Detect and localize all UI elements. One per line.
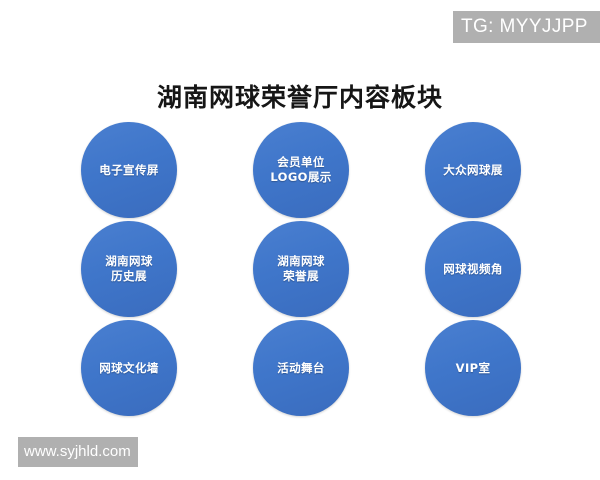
content-node-label: 会员单位 LOGO展示: [270, 155, 332, 184]
content-node-4[interactable]: 湖南网球 荣誉展: [253, 221, 349, 317]
content-node-0[interactable]: 电子宣传屏: [81, 122, 177, 218]
content-node-label: 大众网球展: [443, 162, 503, 177]
tg-watermark-badge: TG: MYYJJPP: [453, 11, 600, 43]
content-node-label: 网球视频角: [443, 261, 503, 276]
content-node-label: VIP室: [455, 360, 491, 375]
site-watermark: www.syjhld.com: [18, 437, 138, 467]
content-node-label: 活动舞台: [277, 360, 325, 375]
content-node-label: 电子宣传屏: [99, 162, 159, 177]
content-node-label: 湖南网球 荣誉展: [277, 254, 325, 283]
content-node-5[interactable]: 网球视频角: [425, 221, 521, 317]
content-node-6[interactable]: 网球文化墙: [81, 320, 177, 416]
content-node-7[interactable]: 活动舞台: [253, 320, 349, 416]
content-node-8[interactable]: VIP室: [425, 320, 521, 416]
content-node-label: 湖南网球 历史展: [105, 254, 153, 283]
content-node-label: 网球文化墙: [99, 360, 159, 375]
content-node-3[interactable]: 湖南网球 历史展: [81, 221, 177, 317]
content-node-2[interactable]: 大众网球展: [425, 122, 521, 218]
content-node-1[interactable]: 会员单位 LOGO展示: [253, 122, 349, 218]
page-title: 湖南网球荣誉厅内容板块: [156, 83, 443, 112]
